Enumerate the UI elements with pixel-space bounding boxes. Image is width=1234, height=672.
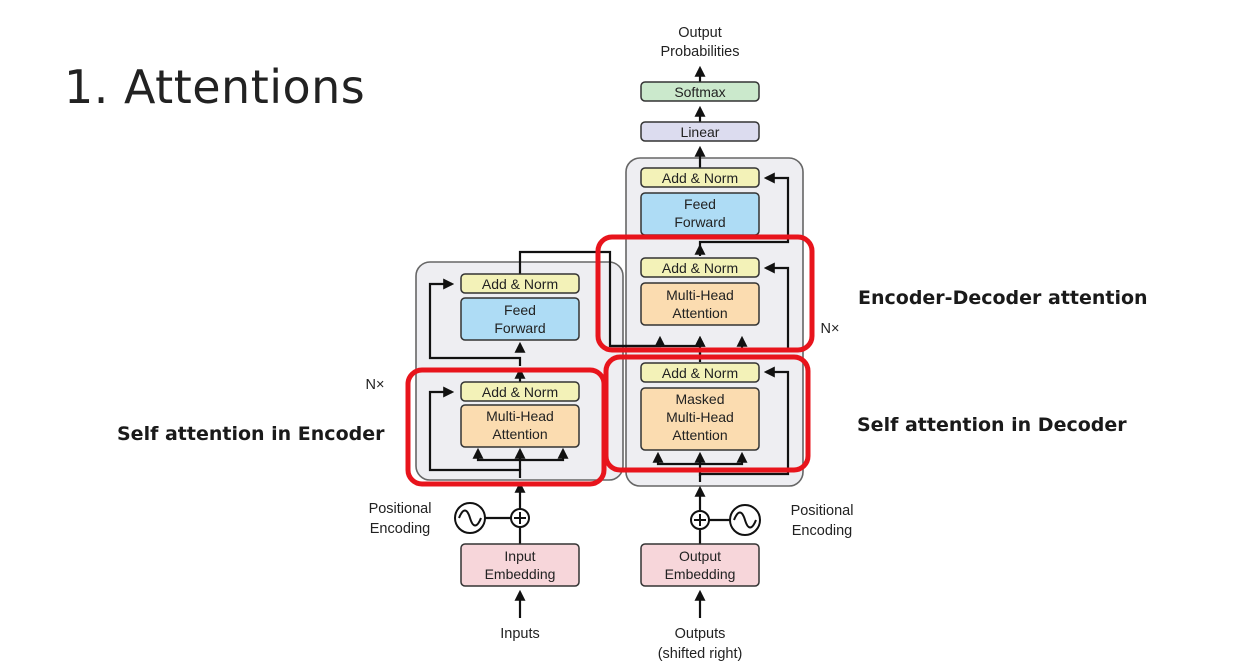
slide-title: 1. Attentions [64, 60, 366, 114]
linear-block [640, 121, 760, 142]
outputs-label-line1: Outputs [675, 626, 726, 642]
decoder-positional-line2: Encoding [792, 523, 852, 539]
callout-encoder-decoder-attention: Encoder-Decoder attention [858, 287, 1148, 309]
decoder-nx-label: N× [821, 321, 840, 337]
decoder-add-norm-middle-label: Add & Norm [662, 260, 738, 276]
input-embedding-line1: Input [504, 548, 535, 564]
softmax-label: Softmax [674, 84, 725, 100]
decoder-multi-head-attention [640, 282, 760, 326]
output-embedding-line1: Output [679, 548, 721, 564]
decoder-masked-line2: Multi-Head [666, 409, 734, 425]
linear-label: Linear [681, 124, 720, 140]
decoder-positional-line1: Positional [791, 503, 854, 519]
output-embedding [640, 543, 760, 587]
decoder-ff-line1: Feed [684, 196, 716, 212]
encoder-multi-head-attention [460, 404, 580, 448]
decoder-add-norm-middle [640, 257, 760, 278]
output-label-line2: Probabilities [661, 44, 740, 60]
encoder-positional-line1: Positional [369, 501, 432, 517]
highlight-encoder-decoder-attention [595, 234, 815, 353]
encoder-ff-line2: Forward [494, 320, 545, 336]
encoder-add-norm-bottom-label: Add & Norm [482, 384, 558, 400]
callout-self-attention-decoder: Self attention in Decoder [857, 414, 1127, 436]
callout-self-attention-encoder: Self attention in Encoder [117, 423, 385, 445]
decoder-ff-line2: Forward [674, 214, 725, 230]
encoder-add-norm-bottom [460, 381, 580, 402]
encoder-feed-forward [460, 297, 580, 341]
input-embedding-line2: Embedding [485, 566, 556, 582]
decoder-masked-line1: Masked [675, 391, 724, 407]
softmax-block [640, 81, 760, 102]
output-embedding-line2: Embedding [665, 566, 736, 582]
decoder-add-norm-bottom-label: Add & Norm [662, 365, 738, 381]
decoder-add-norm-top [640, 167, 760, 188]
output-label-line1: Output [678, 25, 722, 41]
encoder-mha-line1: Multi-Head [486, 408, 554, 424]
decoder-masked-attention [640, 387, 760, 451]
decoder-add-norm-top-label: Add & Norm [662, 170, 738, 186]
outputs-label-line2: (shifted right) [658, 646, 743, 662]
decoder-add-norm-bottom [640, 362, 760, 383]
decoder-mha-line1: Multi-Head [666, 287, 734, 303]
input-embedding [460, 543, 580, 587]
encoder-add-norm-top-label: Add & Norm [482, 276, 558, 292]
decoder-mha-line2: Attention [672, 305, 727, 321]
inputs-label: Inputs [500, 626, 540, 642]
encoder-add-norm-top [460, 273, 580, 294]
encoder-nx-label: N× [366, 377, 385, 393]
decoder-masked-line3: Attention [672, 427, 727, 443]
encoder-ff-line1: Feed [504, 302, 536, 318]
highlight-decoder-self-attention [603, 354, 811, 473]
encoder-positional-line2: Encoding [370, 521, 430, 537]
encoder-mha-line2: Attention [492, 426, 547, 442]
